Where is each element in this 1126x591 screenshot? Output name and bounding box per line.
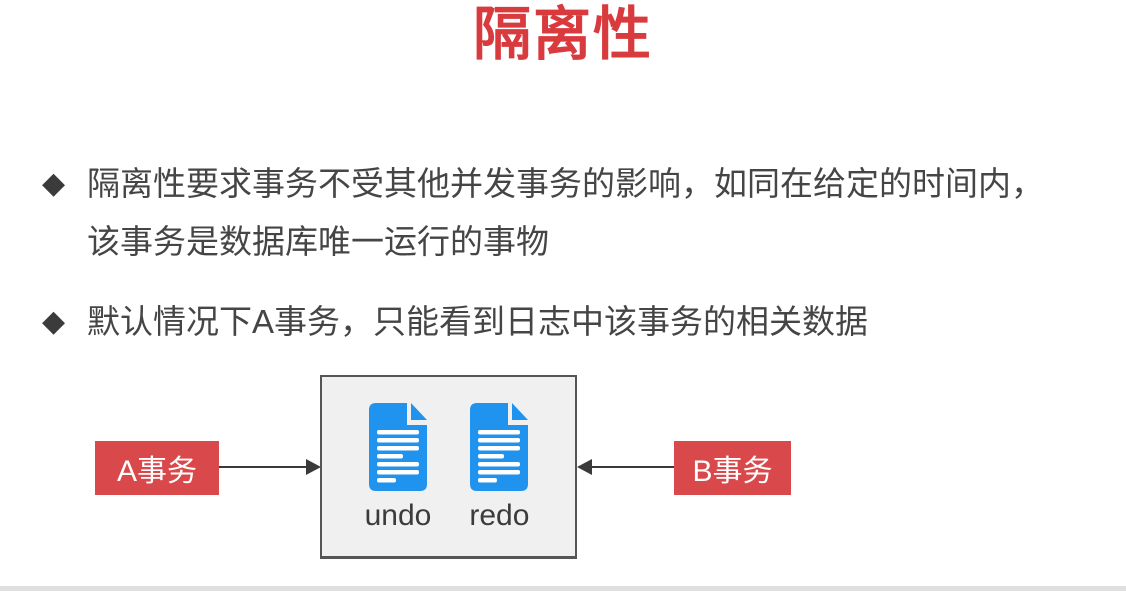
arrow-left-icon xyxy=(577,459,674,475)
arrow-shaft xyxy=(591,466,674,468)
arrow-right-icon xyxy=(219,459,321,475)
bullet-text: 默认情况下A事务，只能看到日志中该事务的相关数据 xyxy=(87,293,868,351)
arrow-head xyxy=(306,459,321,475)
redo-log-figure: redo xyxy=(466,401,532,533)
bullet-item-default: ◆ 默认情况下A事务，只能看到日志中该事务的相关数据 xyxy=(42,293,868,351)
undo-log-figure: undo xyxy=(364,401,432,533)
bullet-text: 隔离性要求事务不受其他并发事务的影响，如同在给定的时间内， 该事务是数据库唯一运… xyxy=(87,155,1044,271)
bullet-line: 该事务是数据库唯一运行的事物 xyxy=(87,223,549,260)
redo-label: redo xyxy=(469,499,530,532)
transaction-b-label: B事务 xyxy=(674,441,791,495)
bottom-divider xyxy=(0,586,1126,591)
undo-label: undo xyxy=(364,499,432,532)
arrow-head xyxy=(577,459,592,475)
bullet-line: 默认情况下A事务，只能看到日志中该事务的相关数据 xyxy=(87,303,869,340)
document-icon xyxy=(470,403,529,491)
diamond-bullet-icon: ◆ xyxy=(42,167,66,200)
bullet-line: 隔离性要求事务不受其他并发事务的影响，如同在给定的时间内， xyxy=(87,165,1044,202)
transaction-a-label: A事务 xyxy=(95,441,219,495)
page-title: 隔离性 xyxy=(472,2,653,67)
document-icon xyxy=(369,403,427,491)
log-box: undo redo xyxy=(320,375,577,559)
diamond-bullet-icon: ◆ xyxy=(42,305,66,338)
arrow-shaft xyxy=(219,466,307,468)
bullet-item-isolation: ◆ 隔离性要求事务不受其他并发事务的影响，如同在给定的时间内， 该事务是数据库唯… xyxy=(42,155,1044,271)
